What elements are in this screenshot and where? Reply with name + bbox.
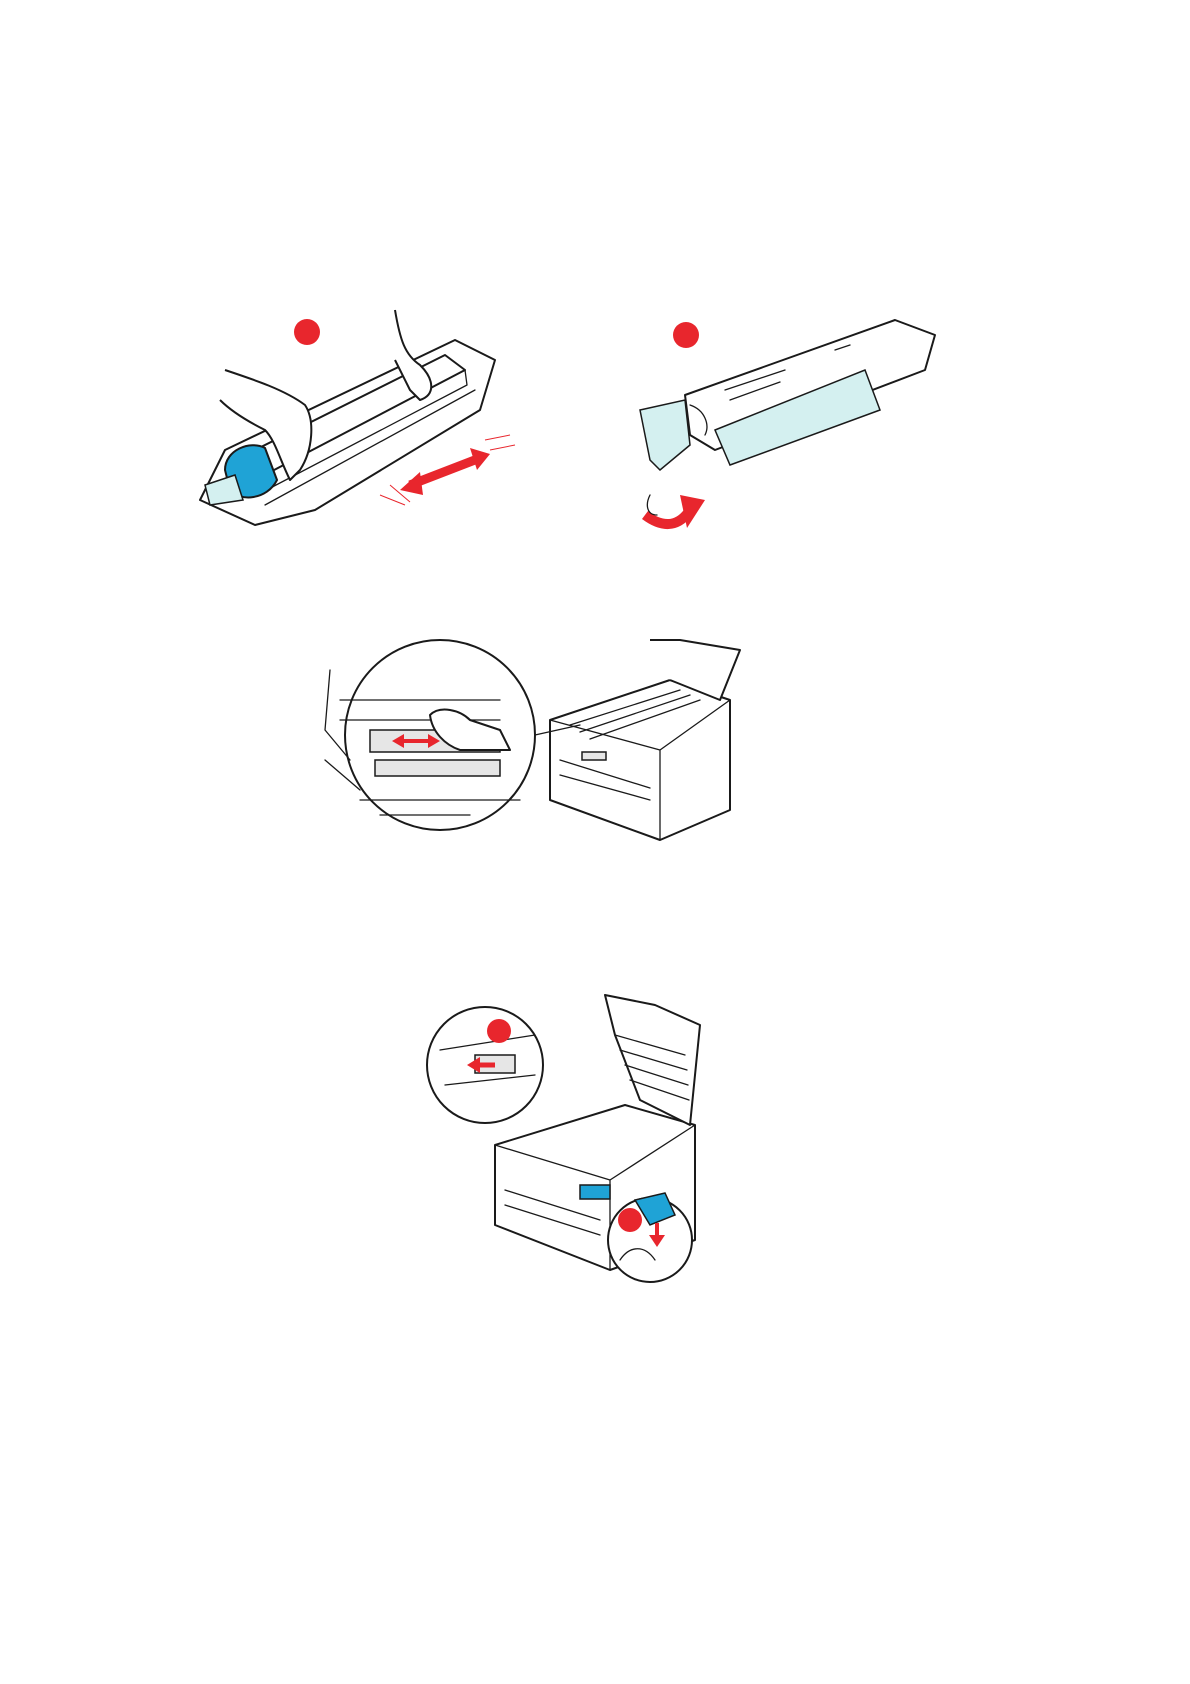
rotate-arrow-icon bbox=[645, 495, 705, 528]
figure-clean-led-head bbox=[320, 640, 760, 880]
figure-insert-toner bbox=[425, 995, 745, 1285]
step-marker bbox=[487, 1019, 511, 1043]
step-marker bbox=[673, 322, 699, 348]
figure-remove-tape bbox=[635, 310, 995, 550]
toner-cartridge-icon bbox=[580, 1185, 610, 1199]
step-marker bbox=[618, 1208, 642, 1232]
figure-unwrap-and-shake bbox=[195, 310, 555, 550]
printer-icon bbox=[550, 640, 740, 840]
magnifier-inset bbox=[340, 640, 580, 830]
magnifier-inset bbox=[427, 1007, 543, 1123]
peel-tape-icon bbox=[640, 400, 690, 470]
step-marker bbox=[294, 319, 320, 345]
